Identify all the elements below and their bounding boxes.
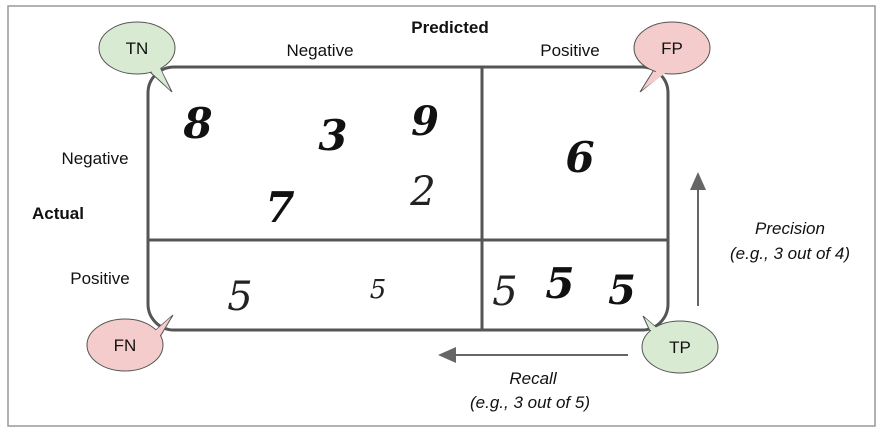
row-negative: Negative [61, 149, 128, 168]
actual-label: Actual [32, 204, 84, 223]
digit-tn: 9 [411, 98, 439, 145]
digit-fp: 6 [565, 133, 594, 182]
fp-bubble: FP [633, 21, 711, 93]
digit-fn: 5 [227, 274, 252, 320]
fp-label: FP [661, 39, 683, 58]
fn-bubble: FN [86, 314, 174, 372]
col-positive: Positive [540, 41, 600, 60]
digit-fn: 5 [370, 275, 387, 305]
digit-tp: 5 [492, 269, 517, 315]
recall-label: Recall [509, 369, 557, 388]
digit-tp: 5 [545, 259, 574, 308]
digit-tn: 3 [318, 111, 347, 160]
precision-label: Precision [755, 219, 825, 238]
tp-bubble: TP [641, 315, 719, 374]
digit-tn: 7 [265, 183, 294, 232]
tn-bubble: TN [98, 21, 176, 93]
recall-example: (e.g., 3 out of 5) [470, 393, 590, 412]
tn-label: TN [126, 39, 149, 58]
row-positive: Positive [70, 269, 130, 288]
precision-example: (e.g., 3 out of 4) [730, 244, 850, 263]
digit-tn: 2 [409, 169, 435, 215]
tp-label: TP [669, 338, 691, 357]
col-negative: Negative [286, 41, 353, 60]
digit-tp: 5 [608, 267, 636, 314]
fn-label: FN [114, 336, 137, 355]
matrix-box [146, 65, 670, 332]
predicted-title: Predicted [411, 18, 488, 37]
digit-tn: 8 [182, 99, 212, 148]
